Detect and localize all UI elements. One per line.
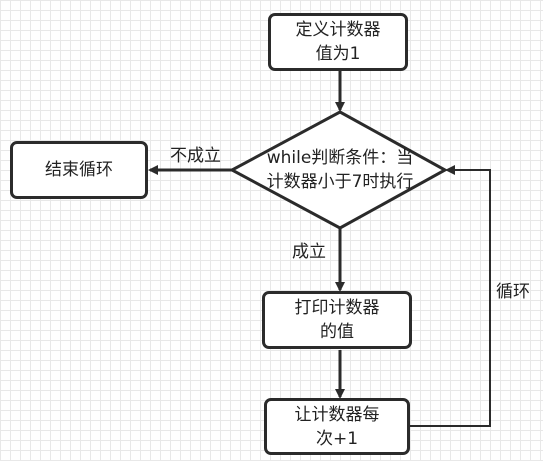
- node-init-line1: 定义计数器: [295, 20, 381, 40]
- node-init-line2: 值为1: [315, 44, 361, 64]
- node-increment-line2: 次+1: [315, 428, 359, 449]
- node-increment[interactable]: 让计数器每 次+1: [264, 398, 410, 455]
- node-print[interactable]: 打印计数器 的值: [262, 291, 412, 349]
- node-condition-line2: 计数器小于7时执行: [266, 172, 414, 192]
- node-print-line1: 打印计数器: [294, 298, 380, 318]
- node-increment-line1: 让计数器每: [294, 404, 380, 425]
- edge-label-true: 成立: [292, 242, 326, 262]
- node-condition-text: while判断条件：当 计数器小于7时执行: [245, 146, 435, 194]
- node-end[interactable]: 结束循环: [10, 141, 148, 199]
- node-init[interactable]: 定义计数器 值为1: [268, 13, 408, 71]
- edge-label-false: 不成立: [170, 146, 221, 166]
- node-print-line2: 的值: [320, 322, 354, 342]
- arrow-loop-back: [410, 165, 491, 427]
- node-end-label: 结束循环: [45, 160, 113, 180]
- node-condition-line1: while判断条件：当: [266, 148, 414, 168]
- edge-label-loop: 循环: [496, 282, 530, 302]
